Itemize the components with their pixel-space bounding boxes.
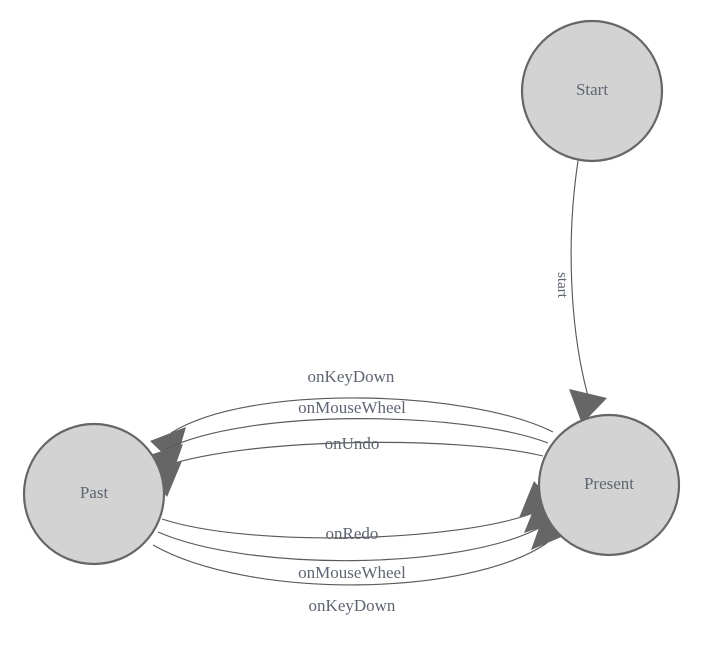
- edge-redo-label: onRedo: [326, 524, 379, 543]
- node-start[interactable]: Start: [520, 19, 664, 163]
- node-present-circle: [537, 413, 681, 557]
- edge-undo-key-path: [170, 397, 554, 434]
- edge-start-to-present[interactable]: start: [554, 160, 607, 424]
- edge-present-to-past-onkeydown[interactable]: onKeyDown: [150, 367, 554, 465]
- edge-undo-path: [164, 441, 544, 467]
- node-present[interactable]: Present: [537, 413, 681, 557]
- edge-start-label: start: [554, 272, 570, 299]
- edge-past-to-present-onmousewheel[interactable]: onMouseWheel: [157, 496, 560, 582]
- node-present-label: Present: [584, 474, 634, 493]
- edge-undo-wheel-path: [165, 418, 549, 450]
- edge-redo-wheel-label: onMouseWheel: [298, 563, 406, 582]
- edge-redo-key-path: [152, 542, 548, 586]
- edge-past-to-present-onredo[interactable]: onRedo: [161, 481, 556, 543]
- edge-undo-wheel-label: onMouseWheel: [298, 398, 406, 417]
- edge-present-to-past-onmousewheel[interactable]: onMouseWheel: [147, 398, 549, 481]
- edge-redo-wheel-path: [157, 526, 542, 562]
- node-past-label: Past: [80, 483, 109, 502]
- node-past-circle: [22, 422, 166, 566]
- edge-redo-key-label: onKeyDown: [309, 596, 396, 615]
- edge-present-to-past-onundo[interactable]: onUndo: [146, 434, 544, 497]
- edge-redo-key-arrowhead: [531, 511, 566, 550]
- edge-start-path: [570, 160, 589, 397]
- node-start-label: Start: [576, 80, 608, 99]
- edge-redo-path: [161, 511, 537, 539]
- node-past[interactable]: Past: [22, 422, 166, 566]
- edge-undo-wheel-arrowhead: [147, 444, 183, 481]
- edge-undo-label: onUndo: [325, 434, 380, 453]
- edge-undo-key-label: onKeyDown: [308, 367, 395, 386]
- edge-past-to-present-onkeydown[interactable]: onKeyDown: [152, 511, 566, 615]
- node-start-circle: [520, 19, 664, 163]
- edge-start-arrowhead: [569, 389, 607, 424]
